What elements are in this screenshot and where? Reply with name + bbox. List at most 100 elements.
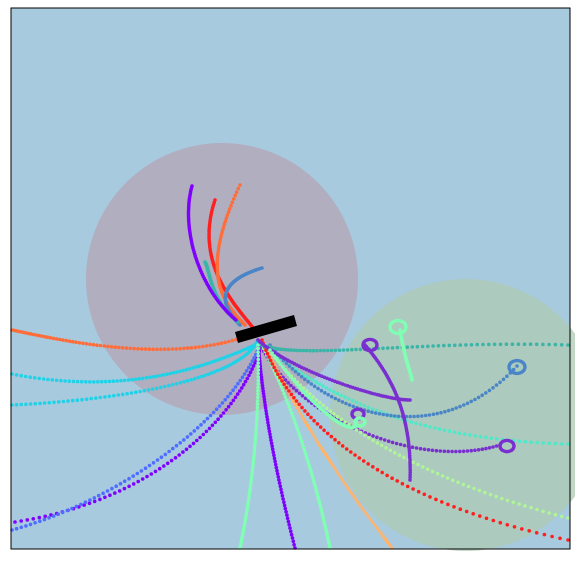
- trajectory-dot: [385, 540, 390, 544]
- trajectory-dot: [296, 430, 301, 434]
- trajectory-dot: [262, 394, 266, 399]
- trajectory-dot: [303, 420, 308, 425]
- trajectory-dot: [287, 364, 292, 368]
- trajectory-dot: [74, 504, 79, 509]
- trajectory-dot: [231, 388, 235, 393]
- trajectory-dot: [146, 388, 151, 392]
- trajectory-dot: [54, 378, 59, 383]
- trajectory-dot: [271, 450, 276, 455]
- trajectory-dot: [47, 516, 51, 520]
- trajectory-dot: [151, 347, 155, 352]
- trajectory-dot: [297, 433, 302, 437]
- trajectory-dot: [279, 490, 284, 495]
- trajectory-dot: [225, 213, 230, 217]
- trajectory-dot: [107, 379, 112, 384]
- trajectory-dot: [405, 484, 410, 489]
- trajectory-dot: [226, 394, 230, 399]
- trajectory-dot: [189, 432, 193, 436]
- trajectory-dot: [98, 343, 103, 348]
- trajectory-dot: [256, 343, 260, 347]
- trajectory-dot: [182, 346, 186, 351]
- trajectory-dot: [61, 338, 65, 342]
- trajectory-dot: [440, 500, 444, 504]
- trajectory-dot: [122, 479, 127, 484]
- trajectory-loop-dot: [404, 324, 408, 328]
- trajectory-dot: [67, 339, 72, 344]
- trajectory-dot: [454, 449, 458, 454]
- trajectory-dot: [196, 364, 201, 369]
- trajectory-dot: [133, 377, 138, 382]
- trajectory-dot: [259, 372, 263, 377]
- trajectory-dot: [477, 488, 482, 493]
- trajectory-dot: [286, 401, 290, 406]
- trajectory-dot: [84, 397, 89, 402]
- trajectory-dot: [251, 364, 256, 368]
- trajectory-dot: [337, 441, 341, 445]
- trajectory-dot: [380, 470, 385, 475]
- trajectory-dot: [189, 346, 194, 350]
- trajectory-dot: [286, 381, 291, 385]
- trajectory-dot: [343, 395, 347, 400]
- trajectory-dot: [480, 393, 485, 398]
- trajectory-dot: [103, 379, 108, 384]
- trajectory-dot: [264, 409, 268, 413]
- trajectory-dot: [289, 392, 294, 397]
- trajectory-dot: [138, 389, 142, 394]
- trajectory-dot: [284, 510, 288, 514]
- trajectory-dot: [202, 419, 206, 424]
- trajectory-dot: [350, 492, 354, 496]
- trajectory-dot: [280, 388, 285, 393]
- trajectory-dot: [105, 489, 110, 493]
- trajectory-dot: [256, 389, 260, 393]
- trajectory-dot: [305, 423, 310, 428]
- trajectory-dot: [523, 504, 527, 508]
- trajectory-dot: [559, 514, 564, 519]
- trajectory-dot: [120, 392, 125, 397]
- trajectory-dot: [272, 456, 277, 461]
- trajectory-dot: [264, 348, 268, 353]
- trajectory-dot: [453, 343, 457, 348]
- trajectory-dot: [113, 491, 117, 495]
- trajectory-dot: [56, 400, 61, 404]
- trajectory-dot: [284, 347, 288, 352]
- trajectory-dot: [144, 376, 149, 380]
- trajectory-dot: [106, 344, 110, 349]
- trajectory-dot: [125, 391, 129, 396]
- trajectory-dot: [269, 441, 274, 446]
- trajectory-dot: [224, 408, 228, 412]
- trajectory-dot: [46, 377, 50, 382]
- trajectory-dot: [61, 399, 66, 404]
- trajectory-dot: [343, 420, 347, 424]
- trajectory-dot: [33, 521, 37, 525]
- trajectory-dot: [299, 375, 304, 379]
- trajectory-dot: [158, 373, 162, 378]
- trajectory-dot: [418, 422, 423, 427]
- trajectory-dot: [517, 502, 521, 506]
- trajectory-dot: [375, 435, 379, 440]
- trajectory-dot: [408, 475, 412, 480]
- trajectory-dot: [163, 384, 167, 389]
- trajectory-dot: [51, 514, 56, 518]
- trajectory-dot: [300, 372, 305, 376]
- trajectory-dot: [296, 408, 301, 413]
- trajectory-dot: [241, 382, 246, 387]
- trajectory-dot: [408, 414, 413, 419]
- trajectory-dot: [256, 368, 261, 372]
- trajectory-dot: [451, 478, 455, 483]
- trajectory-dot: [265, 351, 270, 356]
- trajectory-dot: [170, 382, 175, 387]
- trajectory-dot: [28, 402, 33, 406]
- trajectory-dot: [202, 362, 207, 367]
- trajectory-dot: [304, 348, 309, 353]
- trajectory-dot: [256, 354, 261, 358]
- trajectory-dot: [317, 382, 322, 386]
- trajectory-dot: [290, 367, 295, 371]
- trajectory-dot: [77, 341, 82, 345]
- trajectory-dot: [251, 458, 256, 463]
- trajectory-dot: [38, 401, 42, 406]
- trajectory-dot: [410, 345, 415, 349]
- trajectory-dot: [260, 383, 265, 388]
- trajectory-dot: [43, 514, 47, 519]
- trajectory-dot: [371, 465, 375, 469]
- trajectory-dot: [287, 523, 292, 527]
